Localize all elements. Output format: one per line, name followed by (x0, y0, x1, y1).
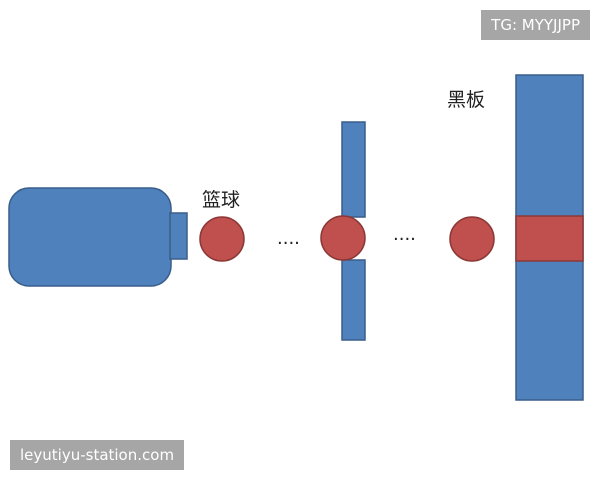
ellipsis-right: .... (393, 224, 416, 245)
barrier (341, 121, 366, 341)
ball-2 (320, 215, 366, 261)
blackboard-impact-mark (515, 215, 584, 262)
launcher-body (8, 187, 172, 287)
ball-1 (199, 216, 245, 262)
barrier-top (341, 121, 366, 218)
ellipsis-left: .... (277, 228, 300, 249)
blackboard (515, 74, 584, 401)
barrier-bottom (341, 259, 366, 341)
watermark-bottom-left: leyutiyu-station.com (10, 440, 185, 470)
board-label: 黑板 (447, 89, 485, 111)
watermark-top-right: TG: MYYJJPP (481, 10, 590, 40)
ball-label: 篮球 (202, 189, 240, 211)
launcher (8, 187, 188, 287)
launcher-nozzle (169, 212, 188, 260)
ball-3 (449, 216, 495, 262)
